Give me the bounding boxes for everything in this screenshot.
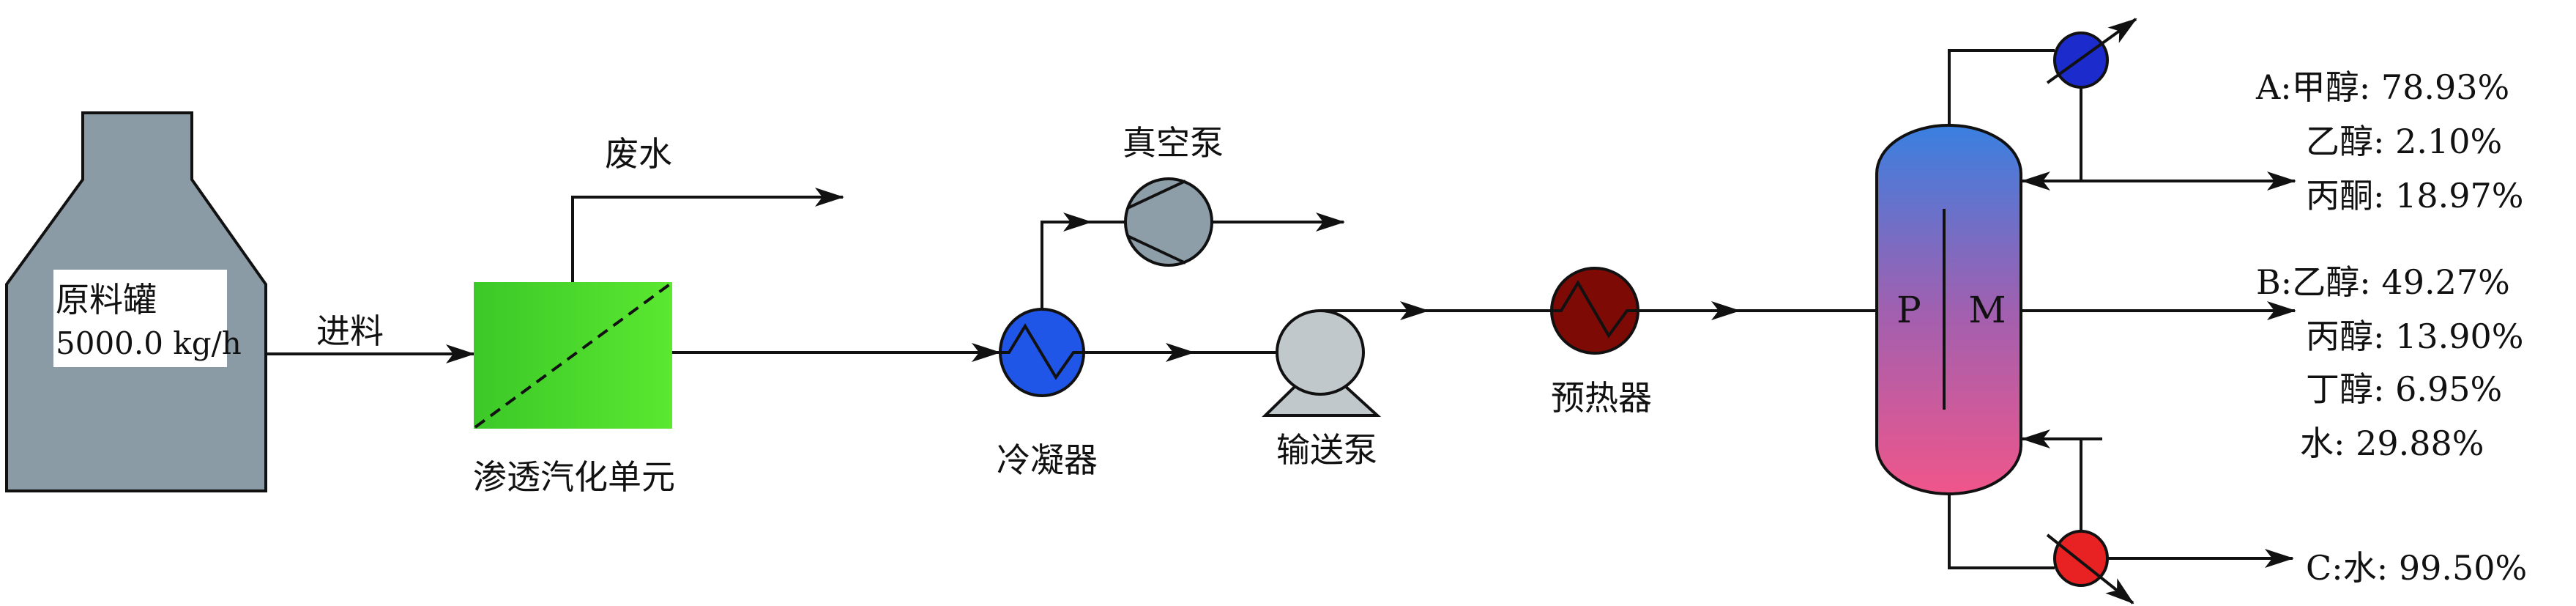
transfer-pump xyxy=(1262,309,1382,417)
product-a-line-3: 丙酮: 18.97% xyxy=(2306,176,2524,215)
product-b-line-4: 水: 29.88% xyxy=(2300,424,2484,463)
column-label-m: M xyxy=(1968,289,2006,331)
transfer-pump-label: 输送泵 xyxy=(1276,430,1377,470)
feed-tank-flow: 5000.0 kg/h xyxy=(56,325,242,361)
feed-tank-label-box xyxy=(53,270,227,367)
vacuum-line xyxy=(1041,213,1092,309)
product-a-composition: A:甲醇: 78.93% 乙醇: 2.10% 丙酮: 18.97% xyxy=(2255,67,2524,215)
feed-stream-label: 进料 xyxy=(316,311,384,351)
waste-water-line xyxy=(571,188,844,282)
bottoms-line xyxy=(1948,494,2055,569)
vacuum-pump xyxy=(1124,177,1213,267)
product-b-line-3: 丁醇: 6.95% xyxy=(2306,369,2502,409)
overhead-condenser xyxy=(2046,18,2137,89)
product-a-line-1: A:甲醇: 78.93% xyxy=(2255,67,2509,107)
preheater-label: 预热器 xyxy=(1551,378,1652,418)
product-c-composition: C:水: 99.50% xyxy=(2306,548,2527,588)
pervaporation-unit xyxy=(474,282,672,429)
feed-tank: 原料罐 5000.0 kg/h xyxy=(5,111,267,492)
product-c-line-1: C:水: 99.50% xyxy=(2306,548,2527,588)
heating-arrow-icon xyxy=(2046,533,2134,605)
coolant-arrow-icon xyxy=(2046,18,2137,84)
heat-exchanger-coil-icon xyxy=(1000,323,1084,380)
condenser xyxy=(999,308,1085,397)
waste-water-label: 废水 xyxy=(605,134,672,174)
product-b-line-2: 丙醇: 13.90% xyxy=(2306,317,2524,356)
preheater xyxy=(1550,267,1639,355)
product-b-line-1: B:乙醇: 49.27% xyxy=(2256,262,2510,302)
overhead-vapor-line xyxy=(1948,49,2055,125)
pervaporation-unit-label: 渗透汽化单元 xyxy=(473,457,675,497)
product-a-line-2: 乙醇: 2.10% xyxy=(2306,122,2502,161)
feed-tank-name: 原料罐 xyxy=(56,280,157,319)
condenser-label: 冷凝器 xyxy=(997,440,1098,480)
heat-exchanger-coil-icon xyxy=(1552,280,1638,339)
product-b-composition: B:乙醇: 49.27% 丙醇: 13.90% 丁醇: 6.95% 水: 29.… xyxy=(2256,262,2524,463)
membrane-line xyxy=(474,282,672,429)
reboiler xyxy=(2046,530,2134,605)
vacuum-pump-label: 真空泵 xyxy=(1123,123,1224,163)
column-label-p: P xyxy=(1896,289,1921,331)
distillation-column: P M xyxy=(1875,124,2022,495)
